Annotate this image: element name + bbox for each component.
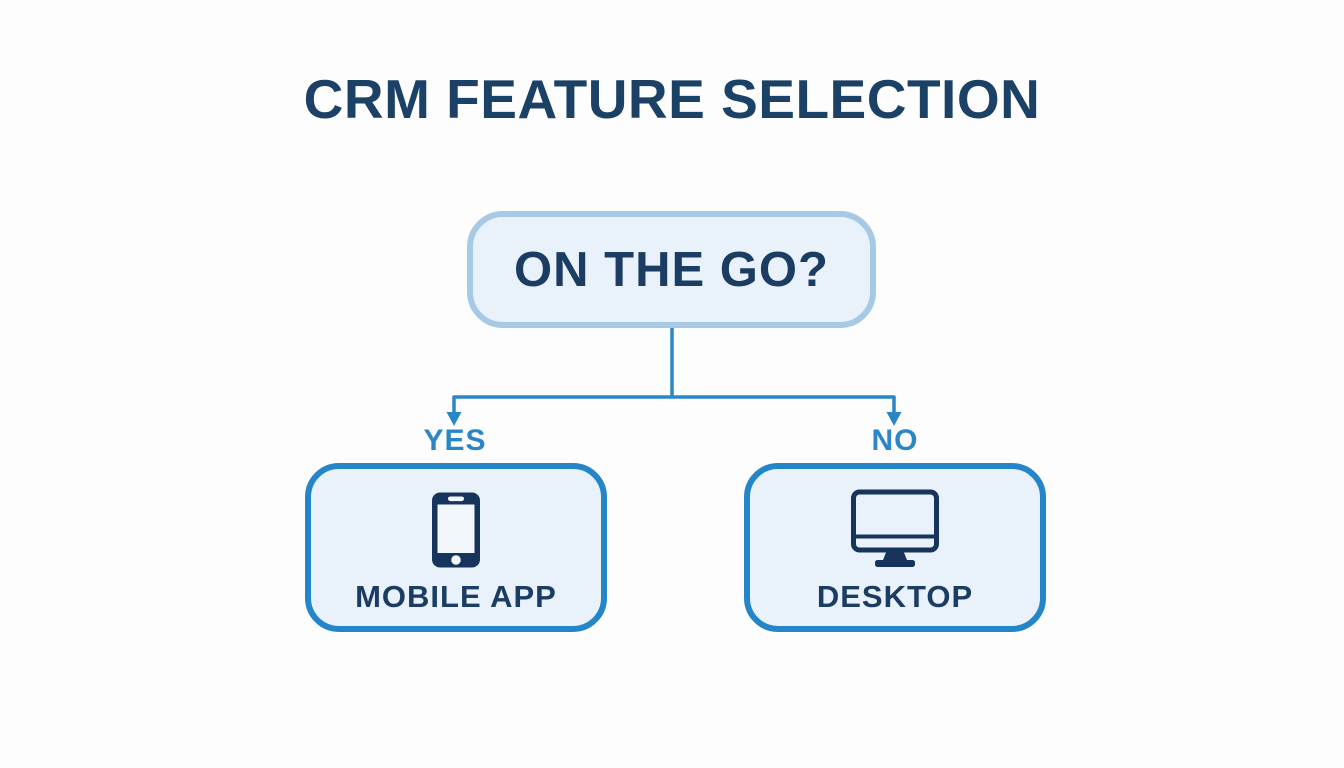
result-node-desktop: DESKTOP: [744, 463, 1046, 632]
connector-branch-line: [452, 395, 896, 414]
branch-label-yes: YES: [423, 424, 487, 457]
result-label-mobile-app: MOBILE APP: [355, 578, 557, 614]
branch-label-no: NO: [871, 424, 919, 457]
smartphone-icon: [431, 488, 481, 568]
result-label-desktop: DESKTOP: [816, 578, 974, 614]
desktop-monitor-icon: [849, 488, 941, 568]
result-node-mobile-app: MOBILE APP: [305, 463, 607, 632]
decision-node-on-the-go: ON THE GO?: [467, 211, 876, 328]
decision-node-label: ON THE GO?: [514, 242, 829, 297]
page-title: CRM FEATURE SELECTION: [303, 68, 1041, 130]
